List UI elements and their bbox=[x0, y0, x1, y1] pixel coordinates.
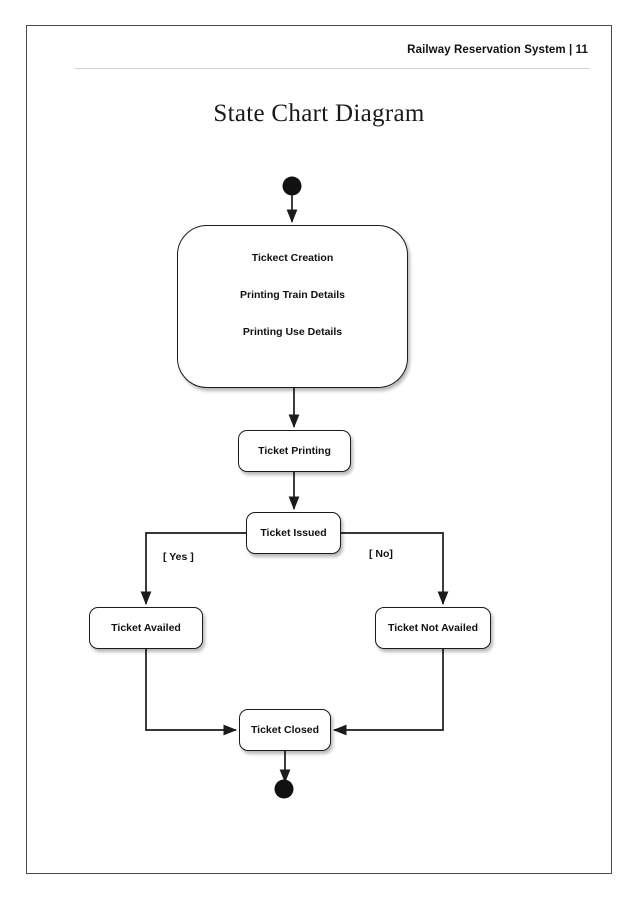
document-header: Railway Reservation System | 11 bbox=[407, 44, 588, 56]
composite-line-3: Printing Use Details bbox=[242, 326, 343, 338]
guard-label-no: [ No] bbox=[369, 548, 393, 560]
edge-availed-to-closed bbox=[145, 649, 238, 736]
state-ticket-printing[interactable]: Ticket Printing bbox=[238, 430, 351, 472]
state-label: Ticket Availed bbox=[111, 622, 181, 634]
state-ticket-availed[interactable]: Ticket Availed bbox=[89, 607, 203, 649]
edge-issued-to-not-availed bbox=[341, 532, 449, 606]
state-label: Ticket Issued bbox=[260, 527, 327, 539]
page-title: State Chart Diagram bbox=[213, 100, 425, 127]
state-label: Ticket Not Availed bbox=[387, 622, 479, 634]
state-label: Ticket Printing bbox=[258, 445, 331, 457]
edge-not-availed-to-closed bbox=[332, 649, 444, 736]
state-ticket-issued[interactable]: Ticket Issued bbox=[246, 512, 341, 554]
initial-state-icon bbox=[282, 176, 302, 196]
state-ticket-not-availed[interactable]: Ticket Not Availed bbox=[375, 607, 491, 649]
header-divider bbox=[75, 68, 590, 69]
state-ticket-closed[interactable]: Ticket Closed bbox=[239, 709, 331, 751]
state-composite-ticket-creation[interactable]: Tickect Creation Printing Train Details … bbox=[177, 225, 408, 388]
edge-issued-to-availed bbox=[140, 532, 246, 606]
composite-line-2: Printing Train Details bbox=[239, 289, 346, 301]
composite-line-1: Tickect Creation bbox=[251, 252, 334, 264]
guard-label-yes: [ Yes ] bbox=[163, 551, 194, 563]
final-state-icon bbox=[274, 779, 294, 799]
state-label: Ticket Closed bbox=[250, 724, 320, 736]
